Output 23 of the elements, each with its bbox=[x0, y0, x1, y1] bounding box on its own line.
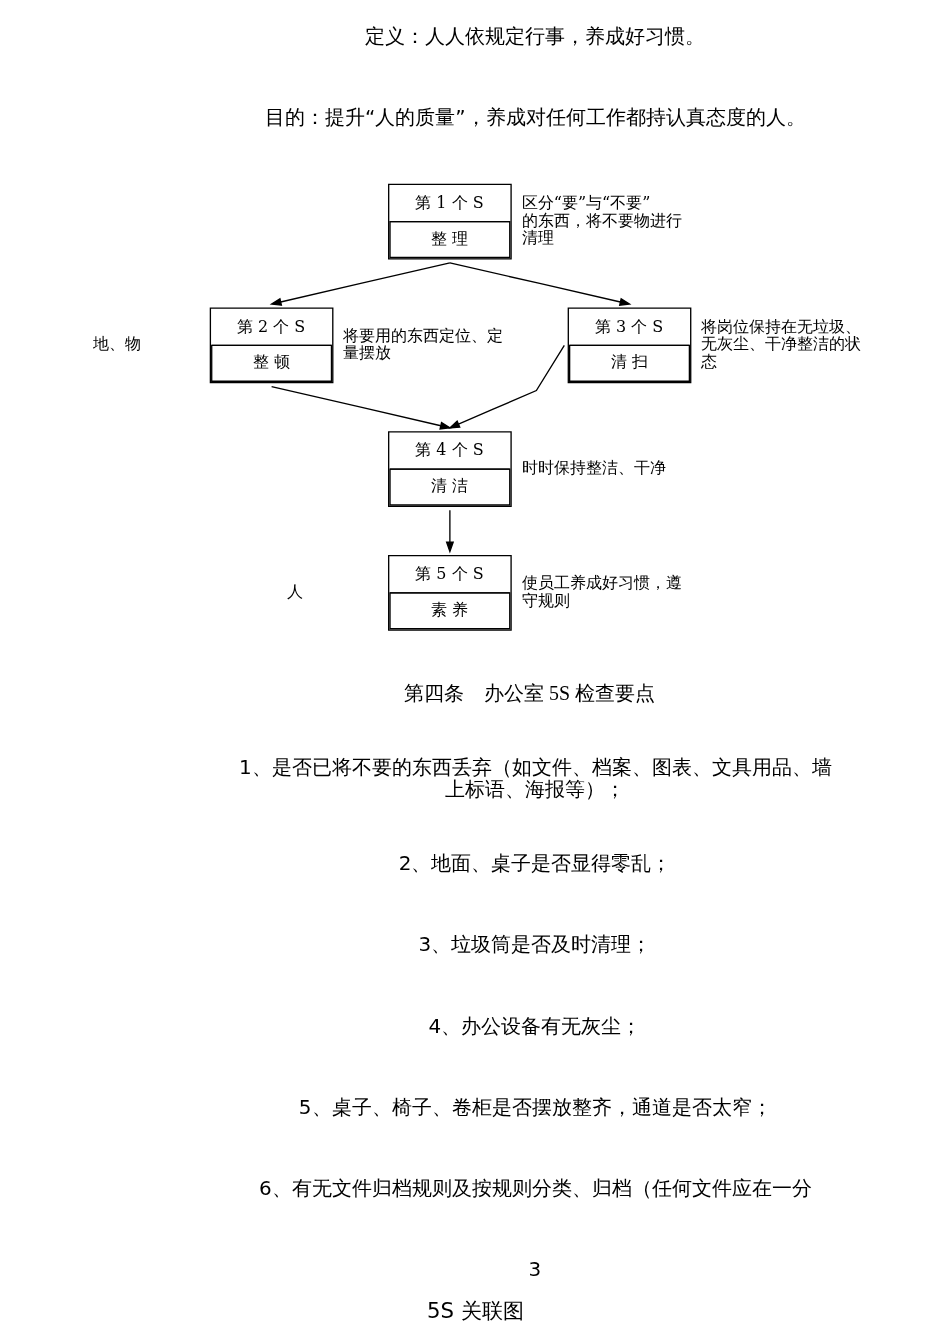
arrow bbox=[447, 344, 565, 429]
label: 人 bbox=[286, 581, 303, 601]
label: 3、垃圾筒是否及时清理； bbox=[418, 932, 651, 957]
label: 4、办公设备有无灰尘； bbox=[428, 1013, 641, 1038]
node-label: 使员工养成好习惯，遵守规则 bbox=[521, 573, 682, 610]
arrow bbox=[270, 385, 452, 430]
label: 定义：人人依规定行事，养成好习惯。 bbox=[364, 23, 705, 48]
label: 第四条 办公室 5S 检查要点 bbox=[403, 681, 655, 704]
node-label: 时时保持整洁、干净 bbox=[521, 458, 666, 478]
caption: 5S 关联图 bbox=[426, 1297, 524, 1323]
node-label: 区分“要”与“不要”的东西，将不要物进行清理 bbox=[521, 193, 682, 248]
label: 6、有无文件归档规则及按规则分类、归档（任何文件应在一分 bbox=[258, 1175, 812, 1200]
node-label: 将岗位保持在无垃圾、无灰尘、干净整洁的状态 bbox=[700, 317, 861, 371]
arrow bbox=[445, 509, 454, 554]
label: 1、是否已将不要的东西丢弃（如文件、档案、图表、文具用品、墙上标语、海报等）； bbox=[238, 754, 832, 802]
label: 3 bbox=[527, 1257, 541, 1282]
arrow bbox=[269, 262, 451, 306]
node-label: 将要用的东西定位、定量摆放 bbox=[342, 325, 503, 363]
label: 目的：提升“人的质量”，养成对任何工作都持认真态度的人。 bbox=[264, 104, 806, 129]
arrow bbox=[448, 262, 631, 306]
label: 2、地面、桌子是否显得零乱； bbox=[398, 851, 671, 876]
label: 5、桌子、椅子、卷柜是否摆放整齐，通道是否太窄； bbox=[298, 1094, 772, 1119]
label: 地、物 bbox=[92, 334, 141, 354]
